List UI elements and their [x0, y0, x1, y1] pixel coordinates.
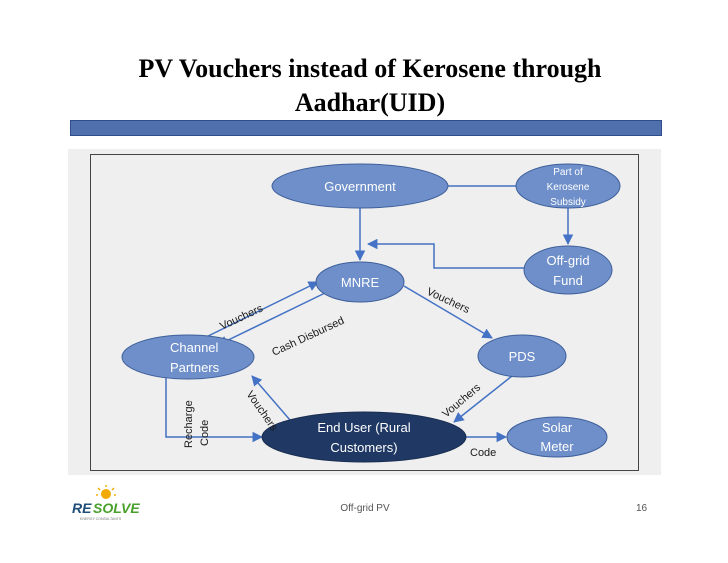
slide-title-line-1: PV Vouchers instead of Kerosene through: [138, 54, 602, 83]
node-kerosene-subsidy-label-1: Part of: [553, 167, 583, 178]
node-solar-meter: Solar Meter: [506, 416, 608, 458]
edge-label-code-meter: Code: [470, 447, 496, 459]
node-government: Government: [271, 163, 449, 209]
arrow-partners-to-mnre: [195, 281, 319, 343]
slide-title-line-2: Aadhar(UID): [294, 88, 446, 117]
arrow-partners-to-user-recharge: [165, 378, 264, 443]
node-kerosene-subsidy-label-2: Kerosene: [547, 182, 590, 193]
footer-text: Off-grid PV: [340, 503, 390, 514]
page-number: 16: [636, 503, 648, 514]
node-offgrid-fund-label-2: Fund: [553, 273, 583, 288]
arrow-mnre-to-pds: [403, 285, 493, 339]
edge-label-vouchers-pds-user: Vouchers: [440, 381, 483, 420]
node-channel-partners-label-1: Channel: [170, 340, 219, 355]
svg-text:RE: RE: [72, 500, 92, 516]
sun-icon: [96, 485, 116, 499]
resolve-logo-icon: RE SOLVE ENERGY CONSULTANTS: [72, 485, 140, 521]
node-pds: PDS: [477, 334, 567, 378]
node-offgrid-fund-label-1: Off-grid: [546, 253, 589, 268]
node-end-user-label-2: Customers): [330, 440, 397, 455]
title-underline-bar: [70, 120, 662, 136]
arrow-pds-to-user: [453, 375, 513, 423]
node-pds-label: PDS: [509, 349, 536, 364]
node-government-label: Government: [324, 179, 396, 194]
node-channel-partners: Channel Partners: [121, 334, 255, 380]
node-mnre-label: MNRE: [341, 275, 380, 290]
node-kerosene-subsidy-label-3: Subsidy: [550, 197, 586, 208]
node-mnre: MNRE: [315, 261, 405, 303]
node-solar-meter-label-2: Meter: [540, 439, 574, 454]
diagram-frame: [90, 154, 639, 471]
arrow-mnre-to-partners: [217, 292, 326, 346]
arrow-user-to-partners: [251, 375, 291, 421]
edge-label-recharge: Recharge: [183, 400, 195, 448]
arrow-fund-to-mnre: [366, 238, 526, 269]
svg-text:SOLVE: SOLVE: [93, 500, 140, 516]
node-offgrid-fund: Off-grid Fund: [523, 245, 613, 295]
edge-label-cash-disbursed: Cash Disbursed: [270, 315, 346, 359]
resolve-logo: RE SOLVE ENERGY CONSULTANTS: [70, 484, 140, 524]
node-end-user: End User (Rural Customers): [261, 411, 467, 463]
svg-text:ENERGY CONSULTANTS: ENERGY CONSULTANTS: [80, 517, 122, 521]
node-end-user-label-1: End User (Rural: [317, 420, 410, 435]
node-kerosene-subsidy: Part of Kerosene Subsidy: [515, 163, 621, 209]
edge-label-vouchers-user-partners: Vouchers: [244, 389, 280, 434]
node-solar-meter-label-1: Solar: [542, 420, 573, 435]
edge-label-recharge-code: Code: [199, 420, 211, 446]
node-channel-partners-label-2: Partners: [170, 360, 220, 375]
edge-label-vouchers-partners-mnre: Vouchers: [218, 302, 265, 332]
slide-title: PV Vouchers instead of Kerosene through …: [70, 52, 670, 120]
